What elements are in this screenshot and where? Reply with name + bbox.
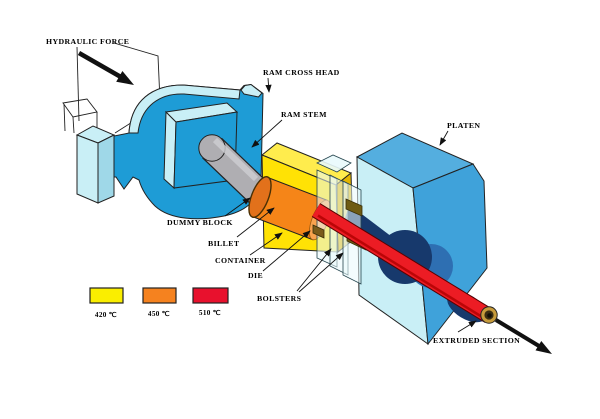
cross-head-arch-highlight [128,84,241,134]
legend-swatch-510 [192,287,229,304]
legend-label-450: 450 ℃ [148,310,170,318]
legend-label-510: 510 ℃ [199,309,221,317]
label-die: DIE [248,271,263,280]
guide-block [75,125,116,204]
hydraulic-force-arrow [77,51,134,85]
legend-swatch-450 [142,287,177,304]
leader-die [262,230,311,272]
leader-bolsters-2 [298,252,344,293]
guide-block-front [76,134,99,204]
dummy-block-disc [248,175,272,219]
leader-dummy-block [224,197,251,217]
label-container: CONTAINER [215,256,266,265]
platen-front-face [412,163,488,346]
extruded-rod-body [312,204,493,322]
label-bolsters: BOLSTERS [257,294,301,303]
leader-extruded [457,320,477,333]
die-upper-half [345,198,363,217]
leader-ram-stem [251,119,283,148]
guide-block-side [97,134,115,204]
leader-ram-cross-head [265,77,272,93]
label-hydraulic-force: HYDRAULIC FORCE [46,37,129,46]
ram-cross-head [113,83,264,220]
cross-head-notch-highlight [240,83,263,98]
part-labels: HYDRAULIC FORCE RAM CROSS HEAD RAM STEM … [46,37,520,345]
die-entry-piece [312,224,325,239]
extruded-rod [311,203,498,324]
label-billet: BILLET [208,239,240,248]
exit-direction-arrow [494,318,552,354]
leader-container [249,232,283,256]
label-dummy-block: DUMMY BLOCK [167,218,233,227]
label-ram-stem: RAM STEM [281,110,327,119]
label-extruded-section: EXTRUDED SECTION [433,336,520,345]
legend-label-420: 420 ℃ [95,311,117,319]
legend-swatch-420 [89,287,124,304]
label-platen: PLATEN [447,121,480,130]
leader-platen [439,130,449,146]
temperature-legend: 420 ℃ 450 ℃ 510 ℃ [89,287,229,319]
bolster-top-cap [316,154,352,173]
leader-bolsters-1 [296,248,332,292]
ram-stem [198,134,269,204]
leader-lines [224,77,477,333]
rod-end-ring-hole [487,313,492,318]
leader-billet [236,207,275,238]
label-ram-cross-head: RAM CROSS HEAD [263,68,340,77]
